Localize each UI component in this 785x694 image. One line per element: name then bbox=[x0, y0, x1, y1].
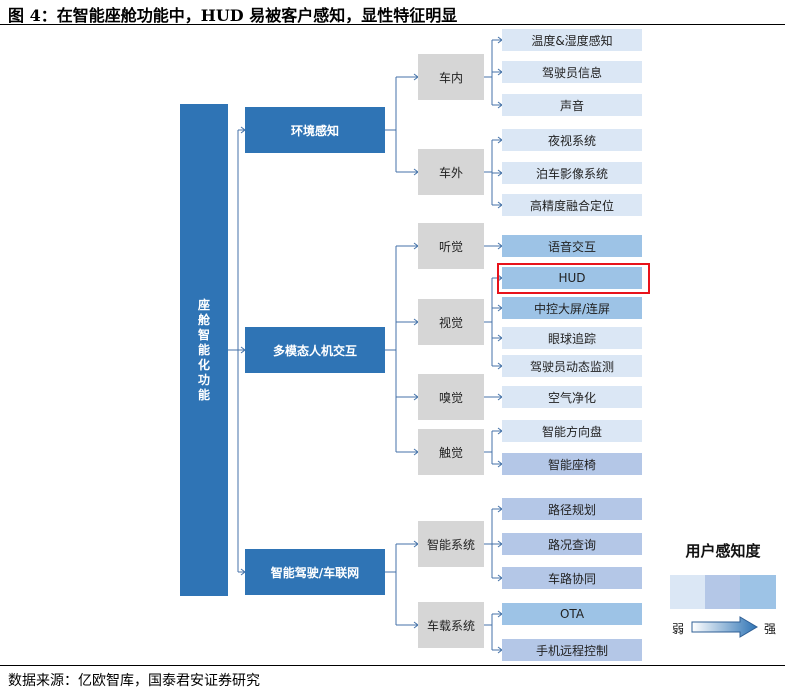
item-node: 手机远程控制 bbox=[502, 639, 642, 661]
category-node-2: 多模态人机交互 bbox=[245, 327, 385, 373]
item-node: 语音交互 bbox=[502, 235, 642, 257]
group-node-7: 智能系统 bbox=[418, 521, 484, 567]
group-node-8: 车载系统 bbox=[418, 602, 484, 648]
item-node: 温度&湿度感知 bbox=[502, 29, 642, 51]
item-node: OTA bbox=[502, 603, 642, 625]
legend-arrow-icon bbox=[691, 616, 758, 638]
item-node: 驾驶员信息 bbox=[502, 61, 642, 83]
top-rule bbox=[0, 24, 785, 25]
root-node: 座舱智能化功能 bbox=[180, 104, 228, 596]
item-node: 泊车影像系统 bbox=[502, 162, 642, 184]
category-node-1: 环境感知 bbox=[245, 107, 385, 153]
item-node-hud: HUD bbox=[502, 267, 642, 289]
item-node: 路况查询 bbox=[502, 533, 642, 555]
source-note: 数据来源：亿欧智库，国泰君安证券研究 bbox=[8, 673, 260, 689]
item-node: 高精度融合定位 bbox=[502, 194, 642, 216]
legend-swatch-weak bbox=[670, 575, 706, 609]
legend-swatch-mid bbox=[705, 575, 741, 609]
group-node-1: 车内 bbox=[418, 54, 484, 100]
group-node-5: 嗅觉 bbox=[418, 374, 484, 420]
item-node: 车路协同 bbox=[502, 567, 642, 589]
item-node: 驾驶员动态监测 bbox=[502, 355, 642, 377]
group-node-6: 触觉 bbox=[418, 429, 484, 475]
legend-strong-label: 强 bbox=[764, 622, 777, 636]
item-node: 空气净化 bbox=[502, 386, 642, 408]
bottom-rule bbox=[0, 665, 785, 666]
legend-weak-label: 弱 bbox=[672, 622, 685, 636]
figure-title: 图 4：在智能座舱功能中，HUD 易被客户感知，显性特征明显 bbox=[8, 6, 458, 25]
legend-swatch-strong bbox=[740, 575, 776, 609]
item-node: 智能方向盘 bbox=[502, 420, 642, 442]
group-node-2: 车外 bbox=[418, 149, 484, 195]
item-node: 声音 bbox=[502, 94, 642, 116]
category-node-3: 智能驾驶/车联网 bbox=[245, 549, 385, 595]
item-node: 夜视系统 bbox=[502, 129, 642, 151]
item-node: 眼球追踪 bbox=[502, 327, 642, 349]
item-node: 路径规划 bbox=[502, 498, 642, 520]
root-node-label: 座舱智能化功能 bbox=[197, 297, 210, 402]
hud-highlight-frame bbox=[497, 263, 650, 294]
legend-title: 用户感知度 bbox=[685, 542, 761, 560]
item-node: 中控大屏/连屏 bbox=[502, 297, 642, 319]
group-node-4: 视觉 bbox=[418, 299, 484, 345]
item-node: 智能座椅 bbox=[502, 453, 642, 475]
group-node-3: 听觉 bbox=[418, 223, 484, 269]
